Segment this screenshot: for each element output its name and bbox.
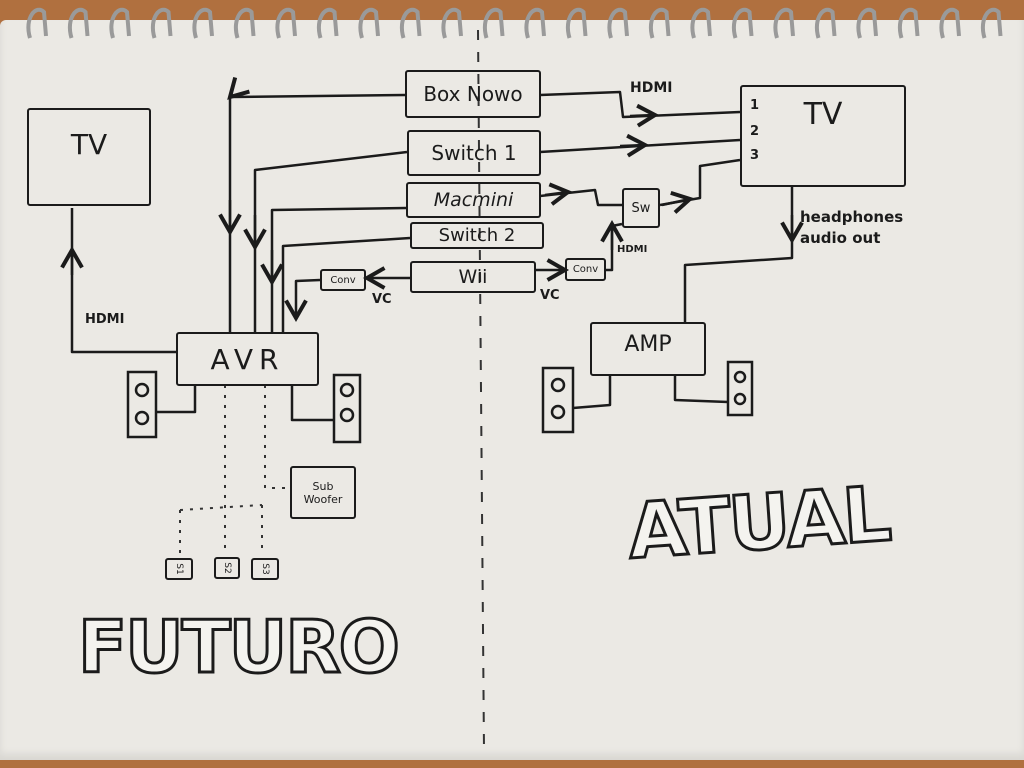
avr-label: AVR	[210, 342, 285, 376]
speaker-icon	[726, 360, 754, 417]
subwoofer-box: Sub Woofer	[290, 466, 356, 519]
spiral-ring	[26, 7, 48, 39]
source-label: Switch 2	[438, 225, 516, 246]
atual-title: ATUAL	[624, 467, 894, 577]
spiral-ring	[441, 7, 463, 39]
atual-tv: TV	[740, 85, 906, 187]
source-label: Wii	[458, 266, 488, 288]
spiral-ring	[981, 7, 1003, 39]
wire-avr-speaker-right	[290, 385, 334, 422]
wire-switch2-avr	[281, 236, 411, 332]
sw-label: Sw	[631, 200, 651, 216]
speaker-icon	[126, 370, 158, 439]
wire-avr-subwoofer	[264, 385, 290, 489]
wire-boxnowo-avr	[227, 77, 406, 332]
spiral-binding	[26, 7, 1003, 39]
conv-label: Conv	[572, 264, 599, 275]
futuro-tv: TV	[27, 108, 151, 206]
spiral-ring	[773, 7, 795, 39]
spiral-ring	[483, 7, 505, 39]
speaker-icon	[541, 366, 575, 434]
amp-label: AMP	[624, 332, 672, 357]
source-switch-1: Switch 1	[407, 130, 541, 176]
source-label: Switch 1	[431, 141, 517, 165]
tv-label: TV	[70, 128, 108, 161]
avr-box: AVR	[176, 332, 319, 386]
spiral-ring	[690, 7, 712, 39]
hdmi-label: HDMI	[85, 312, 125, 327]
vc-label: VC	[540, 288, 560, 303]
spiral-ring	[275, 7, 297, 39]
source-label: Box Nowo	[423, 82, 523, 106]
spiral-ring	[68, 7, 90, 39]
spiral-ring	[898, 7, 920, 39]
spiral-ring	[358, 7, 380, 39]
spiral-ring	[524, 7, 546, 39]
spiral-ring	[649, 7, 671, 39]
surround-label: S1	[174, 563, 184, 575]
spiral-ring	[109, 7, 131, 39]
wire-avr-speaker-left	[156, 385, 197, 414]
spiral-ring	[607, 7, 629, 39]
spiral-ring	[234, 7, 256, 39]
page-divider	[477, 29, 485, 751]
hdmi-label: HDMI	[617, 244, 648, 255]
spiral-ring	[400, 7, 422, 39]
spiral-ring	[317, 7, 339, 39]
wire-boxnowo-tv	[539, 90, 741, 119]
wire-amp-speaker-left	[572, 375, 612, 410]
conv-box-atual: Conv	[565, 258, 606, 281]
conv-label: Conv	[330, 274, 356, 286]
source-wii: Wii	[410, 261, 536, 293]
spiral-ring	[939, 7, 961, 39]
wire-avr-tv	[70, 208, 176, 354]
conv-box-futuro: Conv	[320, 269, 366, 291]
surround-speaker: S1	[165, 558, 193, 580]
wire-macmini-avr	[270, 206, 407, 332]
wire-conv-avr	[284, 278, 321, 323]
spiral-ring	[151, 7, 173, 39]
sw-box: Sw	[622, 188, 660, 228]
source-macmini: Macmini	[406, 182, 541, 218]
surround-speaker: S2	[214, 557, 240, 579]
spiral-ring	[732, 7, 754, 39]
spiral-ring	[192, 7, 214, 39]
vc-label: VC	[372, 292, 392, 307]
hdmi-label: HDMI	[630, 80, 673, 96]
speaker-icon	[332, 373, 362, 444]
tv-port-2: 2	[750, 124, 760, 139]
wire-tv-amp	[683, 186, 794, 322]
sketchbook-page	[0, 20, 1024, 760]
wire-sw-tv	[659, 158, 741, 207]
surround-speaker: S3	[251, 558, 279, 580]
wire-amp-speaker-right	[673, 375, 729, 404]
wire-avr-surround	[179, 385, 263, 555]
futuro-title: FUTURO	[77, 604, 402, 691]
tv-port-3: 3	[750, 148, 760, 163]
amp-box: AMP	[590, 322, 706, 376]
tv-port-1: 1	[750, 98, 760, 113]
spiral-ring	[566, 7, 588, 39]
surround-label: S3	[260, 563, 270, 575]
subwoofer-label: Sub Woofer	[303, 479, 343, 506]
tv-label: TV	[803, 97, 843, 132]
audio-out-label: headphones audio out	[800, 208, 904, 247]
wire-macmini-sw	[539, 188, 622, 207]
wire-switch1-avr	[253, 150, 408, 332]
source-box-nowo: Box Nowo	[405, 70, 541, 118]
source-label: Macmini	[433, 189, 514, 211]
surround-label: S2	[222, 562, 232, 574]
spiral-ring	[856, 7, 878, 39]
source-switch-2: Switch 2	[410, 222, 544, 249]
spiral-ring	[815, 7, 837, 39]
